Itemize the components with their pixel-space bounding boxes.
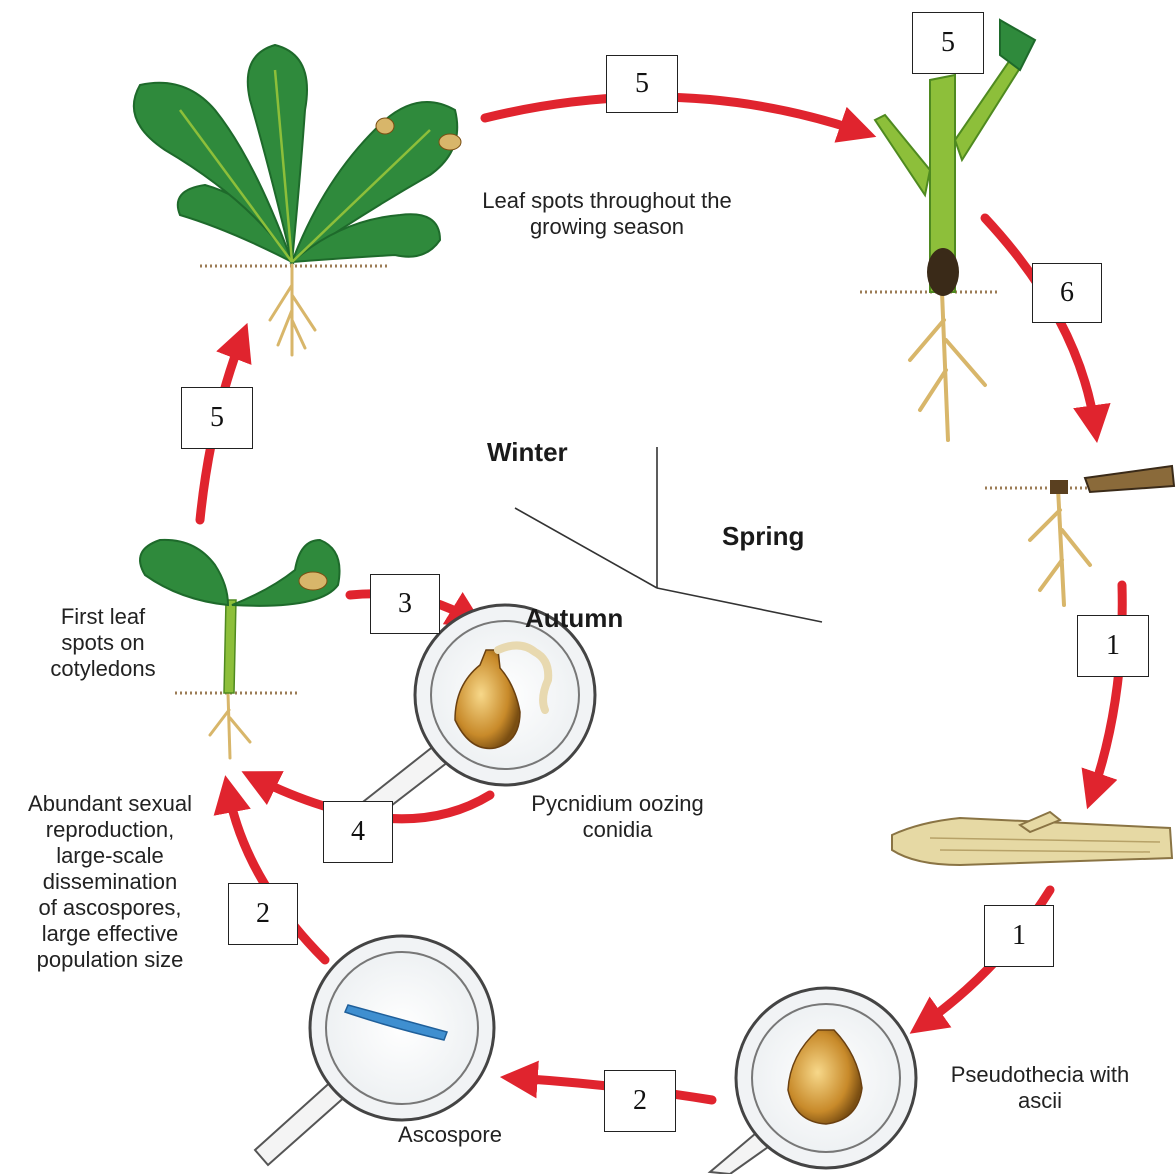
stubble-piece-illustration <box>892 812 1172 865</box>
step-box-stubble-down: 1 <box>1077 615 1149 677</box>
leaf-spots-season-line-1: Leaf spots throughout the <box>452 188 762 214</box>
abundant-line-6: large effective <box>5 921 215 947</box>
pycnidium-line-1: Pycnidium oozing <box>505 791 730 817</box>
step-box-stem-to-stubble: 6 <box>1032 263 1102 323</box>
stem-plant-illustration <box>860 20 1035 440</box>
stubble-in-soil-illustration <box>985 466 1174 605</box>
pycnidium-label: Pycnidium oozing conidia <box>505 791 730 843</box>
leaf-spots-season-line-2: growing season <box>452 214 762 240</box>
pseudothecia-line-2: ascii <box>925 1088 1155 1114</box>
pycnidium-line-2: conidia <box>505 817 730 843</box>
season-autumn: Autumn <box>525 603 623 634</box>
season-spring: Spring <box>722 521 804 552</box>
pseudothecia-line-1: Pseudothecia with <box>925 1062 1155 1088</box>
ascospore-label: Ascospore <box>370 1122 530 1148</box>
abundant-reproduction-label: Abundant sexual reproduction, large-scal… <box>5 791 215 973</box>
season-winter: Winter <box>487 437 568 468</box>
rosette-plant-illustration <box>134 45 461 355</box>
abundant-line-2: reproduction, <box>5 817 215 843</box>
step-box-seedling-to-plant: 5 <box>181 387 253 449</box>
arrow-stem-to-stubble <box>985 218 1095 428</box>
first-leaf-spots-line-2: spots on <box>28 630 178 656</box>
leaf-spots-season-label: Leaf spots throughout the growing season <box>452 188 762 240</box>
step-box-stubble-to-pseudothecia: 1 <box>984 905 1054 967</box>
step-box-stem-top: 5 <box>912 12 984 74</box>
step-box-seedling-to-pycnidium: 3 <box>370 574 440 634</box>
step-box-pycnidium-to-seedling: 4 <box>323 801 393 863</box>
first-leaf-spots-line-1: First leaf <box>28 604 178 630</box>
step-box-ascospore-to-seedling: 2 <box>228 883 298 945</box>
abundant-line-3: large-scale <box>5 843 215 869</box>
pseudothecia-label: Pseudothecia with ascii <box>925 1062 1155 1114</box>
step-box-leafspots-to-stem: 5 <box>606 55 678 113</box>
magnifier-pseudothecium <box>710 988 916 1174</box>
abundant-line-1: Abundant sexual <box>5 791 215 817</box>
step-box-pseudothecia-to-ascospore: 2 <box>604 1070 676 1132</box>
abundant-line-4: dissemination <box>5 869 215 895</box>
first-leaf-spots-label: First leaf spots on cotyledons <box>28 604 178 682</box>
abundant-line-5: of ascospores, <box>5 895 215 921</box>
abundant-line-7: population size <box>5 947 215 973</box>
first-leaf-spots-line-3: cotyledons <box>28 656 178 682</box>
